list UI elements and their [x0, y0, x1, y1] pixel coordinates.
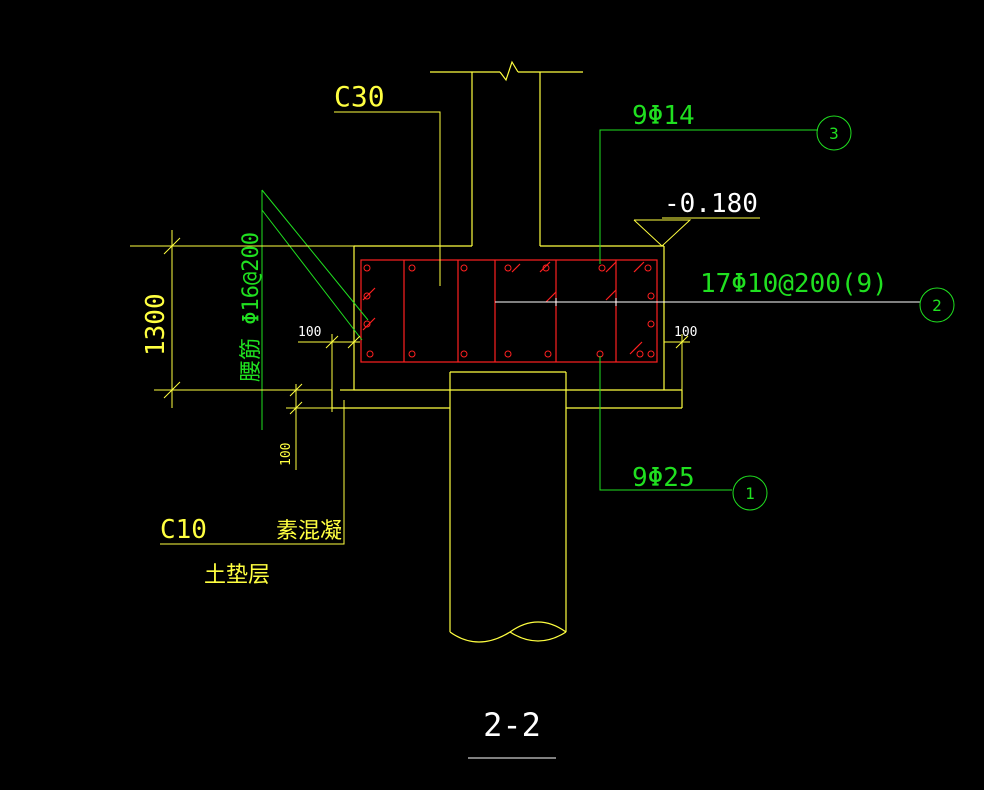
cushion-grade-label: C10	[160, 515, 207, 545]
stirrups-label: 17Φ10@200(9)	[700, 269, 888, 299]
callout-3-number: 3	[829, 124, 839, 143]
c30-leader	[334, 111, 441, 286]
pile-outline	[449, 371, 567, 643]
cushion-material-label: 素混凝	[276, 519, 342, 544]
left-cover-dimension: 100	[298, 325, 321, 340]
bottom-cushion-dimension: 100	[279, 443, 294, 466]
top-bars-label: 9Φ14	[632, 101, 695, 131]
cushion-layer-label: 土垫层	[204, 563, 270, 588]
callout-1-circle	[732, 475, 768, 511]
rebar-cage	[360, 259, 658, 363]
concrete-grade-label: C30	[334, 80, 385, 113]
right-cover-dimension: 100	[674, 325, 697, 340]
stirrup-leader-white	[495, 298, 920, 306]
rebar-bars	[363, 264, 655, 358]
elevation-label: -0.180	[664, 189, 758, 219]
column-outline	[430, 60, 583, 246]
cushion-layer-outline	[331, 389, 683, 409]
dimension-lines	[130, 230, 690, 470]
callout-2-number: 2	[932, 296, 942, 315]
leader-lines	[261, 129, 818, 491]
section-title: 2-2	[483, 706, 541, 744]
callout-1-number: 1	[745, 484, 755, 503]
cushion-leader	[160, 400, 345, 545]
waist-bars-label: 腰筋 Φ16@200	[239, 232, 264, 382]
elevation-marker	[633, 217, 760, 247]
height-dimension: 1300	[141, 293, 171, 356]
pile-cap-outline	[353, 245, 665, 391]
callout-2-circle	[919, 287, 955, 323]
bottom-bars-label: 9Φ25	[632, 463, 695, 493]
callout-3-circle	[816, 115, 852, 151]
